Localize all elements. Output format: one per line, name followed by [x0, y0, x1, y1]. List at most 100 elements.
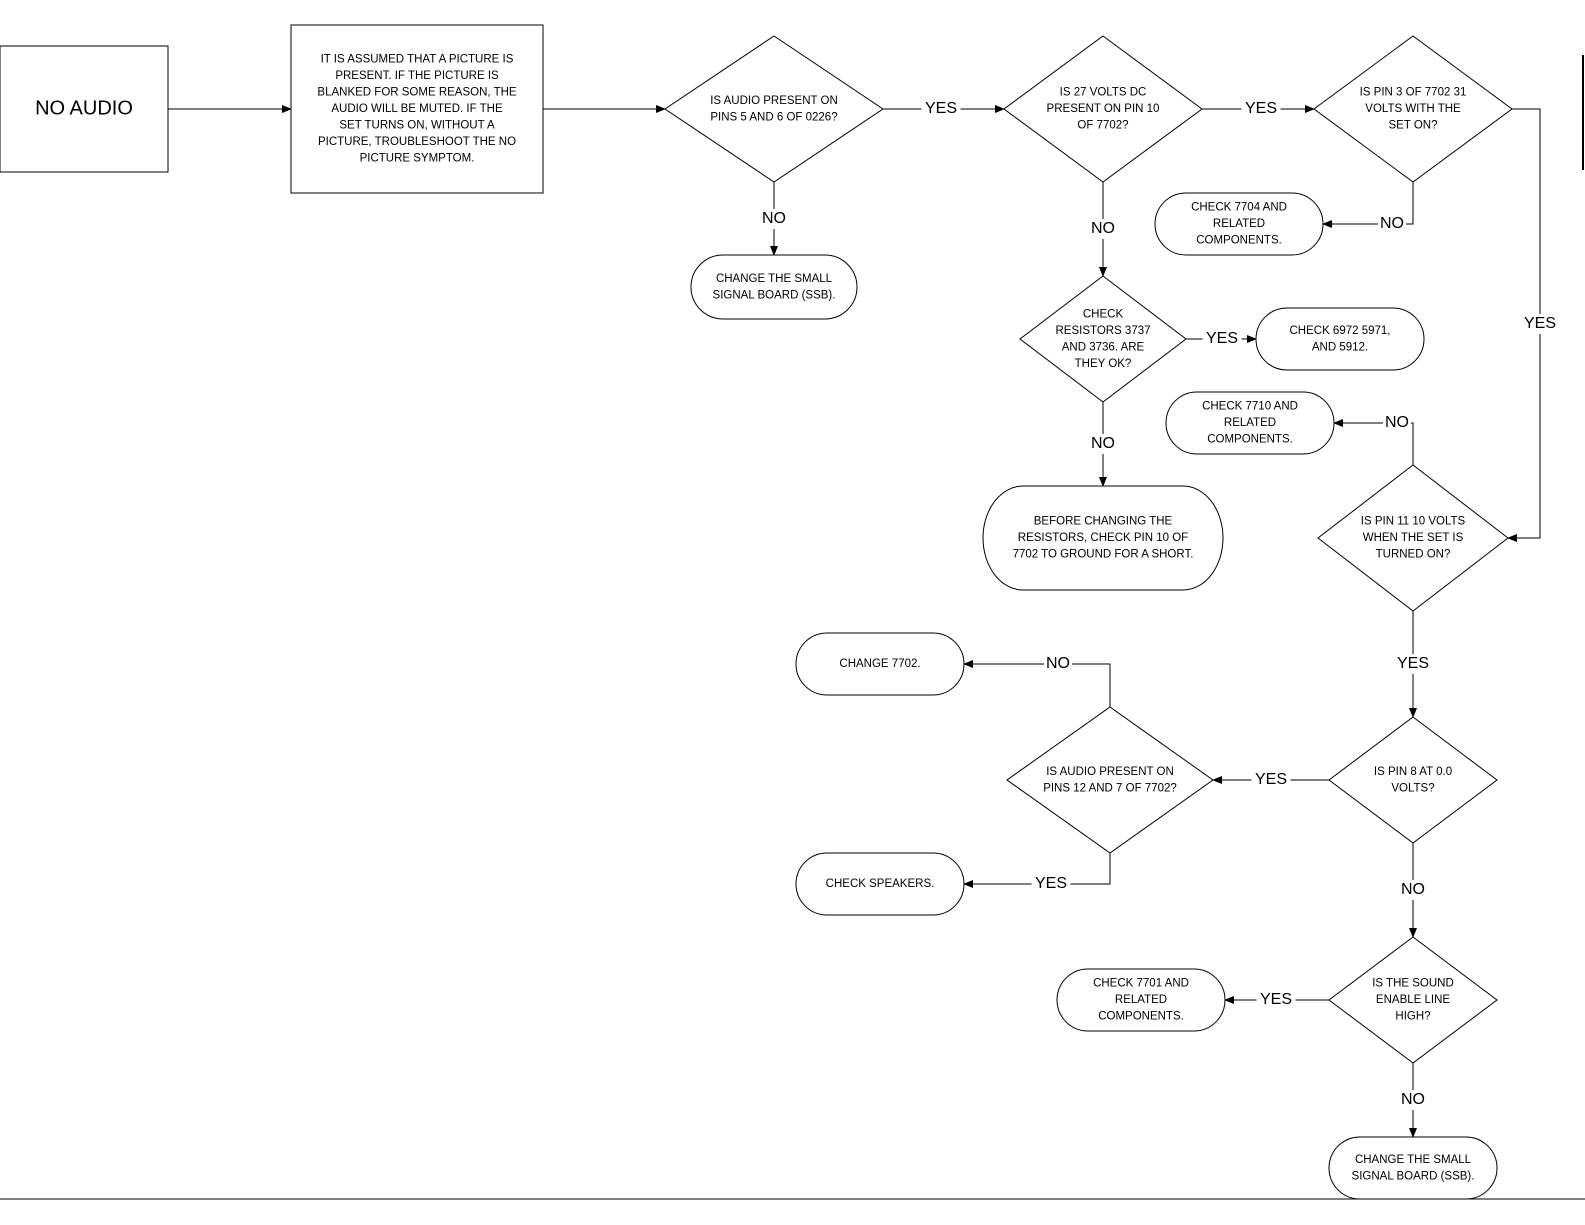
node-check-7704-line-3: COMPONENTS. [1196, 235, 1282, 247]
node-q-audio-0226-line-2: PINS 5 AND 6 OF 0226? [710, 111, 837, 123]
node-q-audio-0226-line-1: IS AUDIO PRESENT ON [710, 95, 838, 107]
node-q-27v-line-2: PRESENT ON PIN 10 [1047, 103, 1160, 115]
node-q-resistors-line-1: CHECK [1083, 308, 1124, 320]
node-check-7701-line-1: CHECK 7701 AND [1093, 978, 1189, 990]
node-q-pin3-line-1: IS PIN 3 OF 7702 31 [1360, 87, 1467, 99]
edge-q-audio-7702-to-check-speakers [963, 853, 1111, 888]
node-q-audio-0226: IS AUDIO PRESENT ON PINS 5 AND 6 OF 0226? [664, 35, 884, 183]
edge-q-audio-0226-to-q-27v-label-bg [921, 99, 961, 119]
node-assumption: IT IS ASSUMED THAT A PICTURE IS PRESENT. … [290, 24, 544, 194]
node-q-27v-line-1: IS 27 VOLTS DC [1060, 87, 1147, 99]
node-q-audio-7702-line-1: IS AUDIO PRESENT ON [1046, 766, 1174, 778]
node-change-ssb-2: CHANGE THE SMALL SIGNAL BOARD (SSB). [1328, 1136, 1498, 1200]
node-change-ssb-1-line-1: CHANGE THE SMALL [716, 273, 833, 285]
node-before-changing: BEFORE CHANGING THE RESISTORS, CHECK PIN … [982, 485, 1224, 591]
edge-q-pin11-to-q-pin8-label-bg [1393, 654, 1433, 674]
edge-q-audio-7702-to-change-7702-label: NO [1046, 655, 1070, 672]
node-assumption-line-1: IT IS ASSUMED THAT A PICTURE IS [321, 54, 514, 66]
edge-q-sound-enable-to-change-ssb-2-label-bg [1399, 1090, 1427, 1110]
node-assumption-line-5: SET TURNS ON, WITHOUT A [339, 120, 495, 132]
node-check-7710-line-3: COMPONENTS. [1207, 434, 1293, 446]
edge-q-resistors-to-check-6972-label: YES [1206, 330, 1238, 347]
node-check-7701-shape [1056, 968, 1226, 1032]
node-assumption-line-2: PRESENT. IF THE PICTURE IS [335, 70, 499, 82]
node-check-speakers: CHECK SPEAKERS. [795, 852, 965, 916]
node-check-7704-line-2: RELATED [1213, 218, 1265, 230]
edge-q-pin3-to-check-7704 [1322, 182, 1414, 228]
edge-q-sound-enable-to-change-ssb-2-label: NO [1401, 1091, 1425, 1108]
node-check-6972: CHECK 6972 5971,AND 5912. [1255, 307, 1425, 371]
node-check-7704-shape [1154, 192, 1324, 256]
node-check-7710-shape [1165, 391, 1335, 455]
node-change-ssb-1-line-2: SIGNAL BOARD (SSB). [713, 289, 836, 301]
node-q-pin8-shape [1328, 716, 1498, 844]
node-check-7710: CHECK 7710 AND RELATED COMPONENTS. [1165, 391, 1335, 455]
node-q-resistors-line-4: THEY OK? [1075, 358, 1132, 370]
node-before-changing-line-1: BEFORE CHANGING THE [1034, 516, 1173, 528]
edge-q-pin3-to-q-pin11-label-bg [1520, 314, 1560, 334]
edge-q-audio-7702-to-check-speakers-label-bg [1031, 874, 1071, 894]
node-no-audio: NO AUDIO [0, 45, 169, 173]
node-change-ssb-2-line-2: SIGNAL BOARD (SSB). [1352, 1170, 1475, 1182]
node-q-pin3-line-2: VOLTS WITH THE [1365, 103, 1461, 115]
node-q-pin3-shape [1313, 35, 1513, 183]
node-q-pin11-line-3: TURNED ON? [1376, 549, 1451, 561]
node-change-ssb-2-shape [1328, 1136, 1498, 1200]
edge-q-27v-to-q-resistors-label: NO [1091, 220, 1115, 237]
node-q-sound-enable-line-3: HIGH? [1395, 1011, 1430, 1023]
node-q-27v: IS 27 VOLTS DC PRESENT ON PIN 10 OF 7702? [1003, 35, 1203, 183]
edge-q-27v-to-q-pin3-label-bg [1241, 99, 1281, 119]
node-q-pin11-line-1: IS PIN 11 10 VOLTS [1361, 516, 1466, 528]
node-check-7710-line-1: CHECK 7710 AND [1202, 401, 1298, 413]
edge-q-pin11-to-check-7710-label: NO [1385, 414, 1409, 431]
edge-q-27v-to-q-pin3-label: YES [1245, 100, 1277, 117]
edge-q-audio-7702-to-check-speakers-label: YES [1035, 875, 1067, 892]
node-q-27v-line-3: OF 7702? [1077, 120, 1128, 132]
edge-q-pin8-to-q-audio-7702-label-bg [1251, 770, 1291, 790]
node-check-6972-shape [1255, 307, 1425, 371]
node-no-audio-line-1: NO AUDIO [35, 97, 133, 119]
node-assumption-line-4: AUDIO WILL BE MUTED. IF THE [331, 103, 503, 115]
edge-q-pin8-to-q-audio-7702-label: YES [1255, 771, 1287, 788]
edge-q-sound-enable-to-check-7701-label-bg [1256, 990, 1296, 1010]
node-assumption-line-3: BLANKED FOR SOME REASON, THE [317, 87, 516, 99]
node-q-audio-0226-shape [664, 35, 884, 183]
node-before-changing-shape [982, 485, 1224, 591]
node-change-ssb-1: CHANGE THE SMALL SIGNAL BOARD (SSB). [690, 254, 858, 320]
node-q-sound-enable-line-2: ENABLE LINE [1376, 994, 1450, 1006]
node-q-audio-7702-shape [1006, 706, 1214, 854]
node-before-changing-line-2: RESISTORS, CHECK PIN 10 OF [1018, 532, 1188, 544]
node-q-resistors-line-2: RESISTORS 3737 [1055, 325, 1150, 337]
edge-q-27v-to-q-resistors-label-bg [1089, 219, 1117, 239]
edge-q-audio-7702-to-change-7702-label-bg [1044, 654, 1072, 674]
node-q-resistors-line-3: AND 3736. ARE [1062, 341, 1145, 353]
node-q-pin11-shape [1317, 464, 1509, 612]
node-q-pin11-line-2: WHEN THE SET IS [1363, 532, 1464, 544]
node-q-resistors-shape [1019, 275, 1187, 403]
edge-q-audio-7702-to-change-7702 [963, 660, 1111, 707]
node-q-pin8-line-2: VOLTS? [1391, 782, 1434, 794]
edge-q-audio-0226-to-change-ssb-1-label-bg [760, 209, 788, 229]
edge-q-pin11-to-check-7710 [1333, 419, 1414, 465]
node-q-sound-enable-shape [1328, 936, 1498, 1064]
node-before-changing-line-3: 7702 TO GROUND FOR A SHORT. [1013, 549, 1194, 561]
node-assumption-line-6: PICTURE, TROUBLESHOOT THE NO [318, 136, 516, 148]
edge-q-pin11-to-check-7710-label-bg [1383, 413, 1411, 433]
node-change-7702: CHANGE 7702. [795, 632, 965, 696]
edge-q-pin8-to-q-sound-enable-label-bg [1399, 880, 1427, 900]
node-change-7702-shape [795, 632, 965, 696]
node-q-27v-shape [1003, 35, 1203, 183]
node-check-7710-line-2: RELATED [1224, 417, 1276, 429]
edge-q-pin3-to-q-pin11-label: YES [1524, 315, 1556, 332]
edge-q-resistors-to-before-changing-label: NO [1091, 435, 1115, 452]
node-change-ssb-2-line-1: CHANGE THE SMALL [1355, 1154, 1472, 1166]
node-check-7701-line-2: RELATED [1115, 994, 1167, 1006]
node-change-ssb-1-shape [690, 254, 858, 320]
node-assumption-line-7: PICTURE SYMPTOM. [360, 153, 475, 165]
node-q-pin8-line-1: IS PIN 8 AT 0.0 [1374, 766, 1452, 778]
